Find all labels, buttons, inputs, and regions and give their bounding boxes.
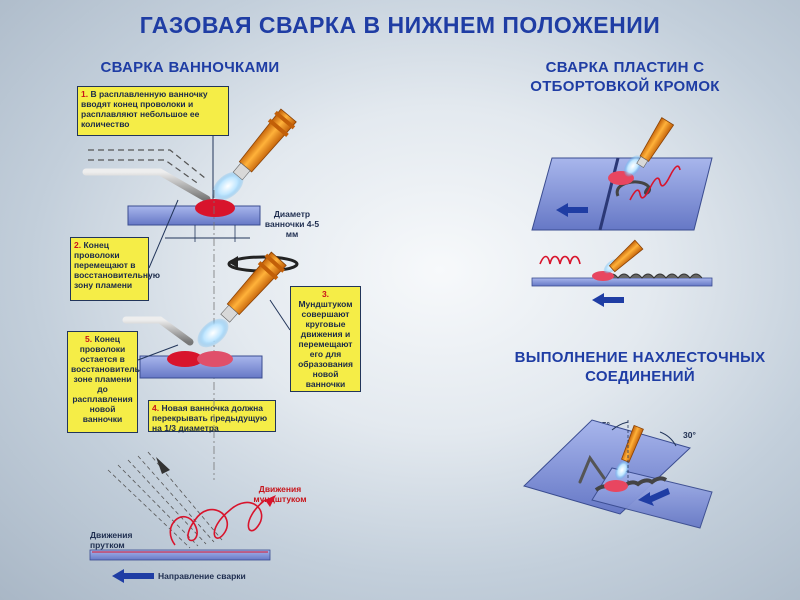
filler-wire <box>82 168 211 203</box>
lap-torch <box>621 424 644 463</box>
step-3-text: Мундштуком совершают круговые движения и… <box>298 299 353 389</box>
weld-puddle-new <box>197 351 233 367</box>
heading-flanged-plates: СВАРКА ПЛАСТИН С ОТБОРТОВКОЙ КРОМОК <box>530 59 720 95</box>
step-5-number: 5. <box>85 334 93 344</box>
flame-1 <box>212 171 244 201</box>
flanged-weld-bead <box>615 180 651 197</box>
flame-2 <box>197 318 229 348</box>
step-3-callout: 3. Мундштуком совершают круговые движени… <box>290 286 361 392</box>
leader-line-2 <box>148 199 179 269</box>
direction-arrow <box>112 569 154 583</box>
torch-1 <box>232 108 297 181</box>
flanged-seam <box>598 157 620 231</box>
step-5-text: Конец проволоки остается в восстановител… <box>71 334 156 424</box>
direction-label: Направление сварки <box>158 571 246 581</box>
side-weld-bead <box>605 273 703 279</box>
side-plate <box>531 277 713 287</box>
step-3-number: 3. <box>321 289 330 299</box>
step-2-number: 2. <box>74 240 82 250</box>
rod-motion-label: Движения прутком <box>90 530 133 550</box>
lap-direction-arrow <box>638 488 670 506</box>
step-2-text: Конец проволоки перемещают в восстановит… <box>74 240 160 290</box>
torch-2 <box>220 251 287 323</box>
side-torch <box>608 239 644 273</box>
flanged-side-view <box>531 239 713 307</box>
flanged-plates-scene <box>531 117 713 231</box>
step-2-callout: 2. Конец проволоки перемещают в восстано… <box>70 237 160 301</box>
torch-spiral-path <box>169 499 266 546</box>
filler-wire-2 <box>122 316 194 346</box>
side-weld-spot <box>592 271 614 281</box>
rod-motion-lines <box>107 451 223 549</box>
flanged-zigzag-path <box>629 165 681 201</box>
step-1-text: В расплавленную ванночку вводят конец пр… <box>81 89 208 129</box>
wire-trace-dashed-2 <box>88 159 201 186</box>
lap-joint-scene <box>523 419 713 529</box>
angle-30-arc <box>659 431 677 447</box>
rod-direction-arrow <box>156 457 170 474</box>
step-4-number: 4. <box>152 403 160 413</box>
heading-lap-joints: ВЫПОЛНЕНИЕ НАХЛЕСТОЧНЫХ СОЕДИНЕНИЙ <box>514 349 766 385</box>
step-1-callout: 1. В расплавленную ванночку вводят конец… <box>77 86 229 136</box>
motion-base-plate <box>89 549 271 561</box>
heading-puddle-welding: СВАРКА ВАННОЧКАМИ <box>100 59 280 76</box>
diameter-label: Диаметр ванночки 4-5 мм <box>264 209 320 239</box>
lap-plate-lower <box>523 419 691 515</box>
step-4-callout: 4. Новая ванночка должна перекрывать пре… <box>148 400 276 433</box>
wire-trace-dashed-1 <box>88 149 206 179</box>
weld-puddle-1 <box>195 199 235 217</box>
weld-puddle-old <box>167 351 203 367</box>
page-title: ГАЗОВАЯ СВАРКА В НИЖНЕМ ПОЛОЖЕНИИ <box>139 12 661 38</box>
side-direction-arrow <box>592 293 624 307</box>
stage-1-scene <box>82 108 297 480</box>
flanged-direction-arrow <box>556 203 588 217</box>
base-plate-1 <box>127 205 261 226</box>
torch-motion-label: Движения мундштуком <box>253 484 307 504</box>
lap-filler-rod <box>578 454 606 484</box>
flanged-torch <box>636 117 675 168</box>
angle-30-label: 30° <box>683 430 696 440</box>
side-spiral-path <box>539 255 581 265</box>
stage-2-scene <box>122 251 299 379</box>
step-1-number: 1. <box>81 89 89 99</box>
step-4-text: Новая ванночка должна перекрывать предыд… <box>152 403 268 433</box>
motion-diagram <box>89 451 276 583</box>
leader-line-3 <box>269 299 291 331</box>
step-5-callout: 5. Конец проволоки остается в восстанови… <box>67 331 155 433</box>
leader-line-5 <box>137 344 179 361</box>
lap-weld-spot <box>604 480 628 492</box>
